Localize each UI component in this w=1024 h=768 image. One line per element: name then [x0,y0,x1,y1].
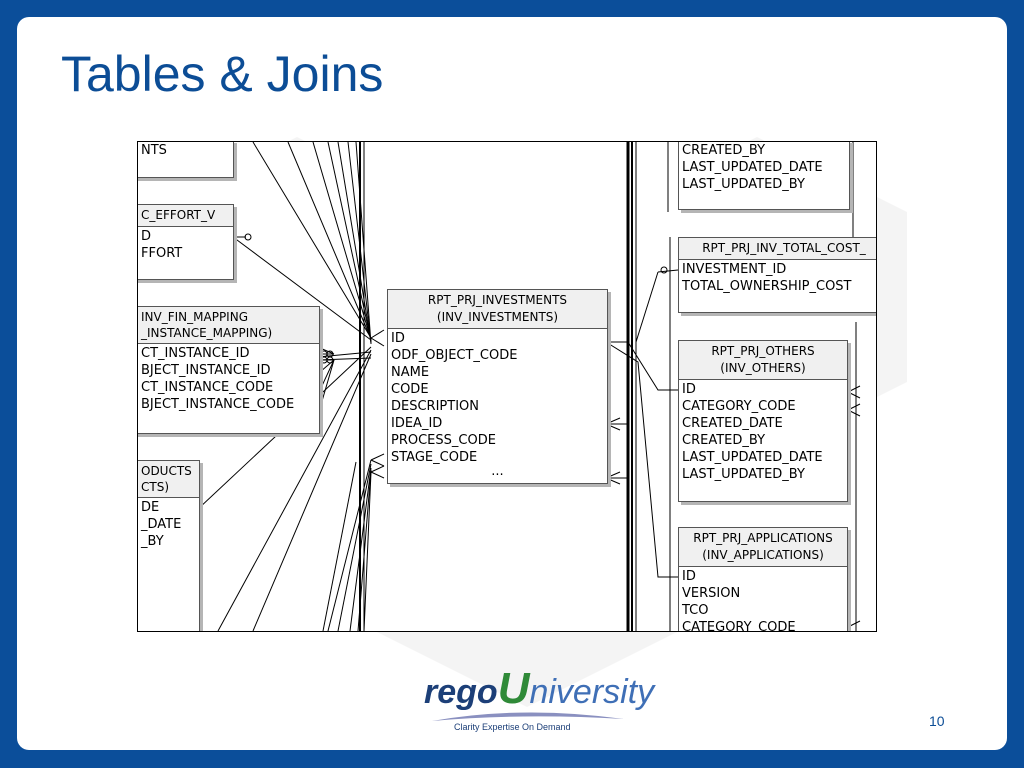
logo-rego: rego [424,673,498,711]
entity-header-line: (INV_OTHERS) [720,361,806,375]
entity-field: DESCRIPTION [391,399,479,414]
entity-field: ODF_OBJECT_CODE [391,348,518,363]
entity-top-right[interactable]: CREATED_BY LAST_UPDATED_DATE LAST_UPDATE… [678,142,850,210]
entity-field: D [141,229,152,244]
entity-fin-mapping-header: INV_FIN_MAPPING _INSTANCE_MAPPING) [138,307,319,344]
entity-field: LAST_UPDATED_BY [682,467,805,482]
page-number: 10 [929,713,945,729]
entity-others[interactable]: RPT_PRJ_OTHERS (INV_OTHERS) ID CATEGORY_… [678,340,848,502]
entity-investments-header: RPT_PRJ_INVESTMENTS (INV_INVESTMENTS) [388,290,607,329]
entity-header-line: RPT_PRJ_OTHERS [711,344,815,358]
entity-field: CODE [391,382,429,397]
entity-nts-header: NTS [141,143,167,158]
entity-field: CT_INSTANCE_ID [141,346,250,361]
logo-u: U [497,664,530,713]
more-fields-ellipsis: ... [491,464,504,479]
entity-field: _BY [141,534,164,549]
entity-applications[interactable]: RPT_PRJ_APPLICATIONS (INV_APPLICATIONS) … [678,527,848,632]
entity-header-line: (INV_INVESTMENTS) [436,310,559,324]
rego-university-logo: regoUniversity Clarity Expertise On Dema… [402,665,654,737]
entity-header-line: ODUCTS [141,464,192,478]
entity-field: BJECT_INSTANCE_ID [141,363,271,378]
logo-tagline: Clarity Expertise On Demand [454,722,571,732]
slide: Tables & Joins [17,17,1007,750]
entity-header-line: _INSTANCE_MAPPING) [141,326,273,340]
entity-field: _DATE [141,517,182,532]
entity-field: INVESTMENT_ID [682,262,787,277]
erd-diagram: NTS C_EFFORT_V D FFORT INV_FIN_MAPPING _… [137,141,877,632]
slide-title: Tables & Joins [61,46,384,102]
entity-field: CT_INSTANCE_CODE [141,380,274,395]
logo-niversity: niversity [529,673,655,711]
entity-nts[interactable]: NTS [138,142,234,178]
entity-field: FFORT [141,246,183,261]
entity-applications-header: RPT_PRJ_APPLICATIONS (INV_APPLICATIONS) [679,528,847,567]
entity-field: ID [682,569,696,584]
entity-fin-mapping[interactable]: INV_FIN_MAPPING _INSTANCE_MAPPING) CT_IN… [138,306,320,434]
relationship-lines [177,142,861,631]
entity-field: LAST_UPDATED_BY [682,177,805,192]
logo-wordmark: regoUniversity [424,667,655,719]
entity-investments[interactable]: RPT_PRJ_INVESTMENTS (INV_INVESTMENTS) ID… [387,289,608,484]
entity-field: ID [682,382,696,397]
entity-field: DE [141,500,160,515]
entity-field: LAST_UPDATED_DATE [682,160,823,175]
entity-field: PROCESS_CODE [391,433,496,448]
entity-field: IDEA_ID [391,416,443,431]
entity-field: TCO [682,603,709,618]
entity-header-line: CTS) [141,480,170,494]
entity-field: CATEGORY_CODE [682,620,796,632]
entity-effort-header: C_EFFORT_V [138,205,233,227]
entity-field: VERSION [682,586,741,601]
entity-effort[interactable]: C_EFFORT_V D FFORT [138,204,234,280]
entity-products[interactable]: ODUCTS CTS) DE _DATE _BY [138,460,200,631]
entity-field: CATEGORY_CODE [682,399,796,414]
entity-field: ID [391,331,405,346]
entity-header-line: RPT_PRJ_APPLICATIONS [693,531,833,545]
entity-header-line: INV_FIN_MAPPING [141,310,248,324]
entity-others-header: RPT_PRJ_OTHERS (INV_OTHERS) [679,341,847,380]
logo-swoosh-icon [432,712,624,721]
entity-field: TOTAL_OWNERSHIP_COST [682,279,852,294]
entity-field: NAME [391,365,430,380]
entity-header-line: (INV_APPLICATIONS) [702,548,824,562]
entity-products-header: ODUCTS CTS) [138,461,199,498]
entity-field: STAGE_CODE [391,450,478,465]
entity-field: CREATED_DATE [682,416,783,431]
entity-field: LAST_UPDATED_DATE [682,450,823,465]
entity-field: BJECT_INSTANCE_CODE [141,397,295,412]
entity-header-line: RPT_PRJ_INVESTMENTS [427,293,568,307]
entity-field: CREATED_BY [682,143,766,158]
entity-total-cost[interactable]: RPT_PRJ_INV_TOTAL_COST_ INVESTMENT_ID TO… [678,237,876,313]
entity-field: CREATED_BY [682,433,766,448]
entity-total-cost-header: RPT_PRJ_INV_TOTAL_COST_ [679,238,876,260]
